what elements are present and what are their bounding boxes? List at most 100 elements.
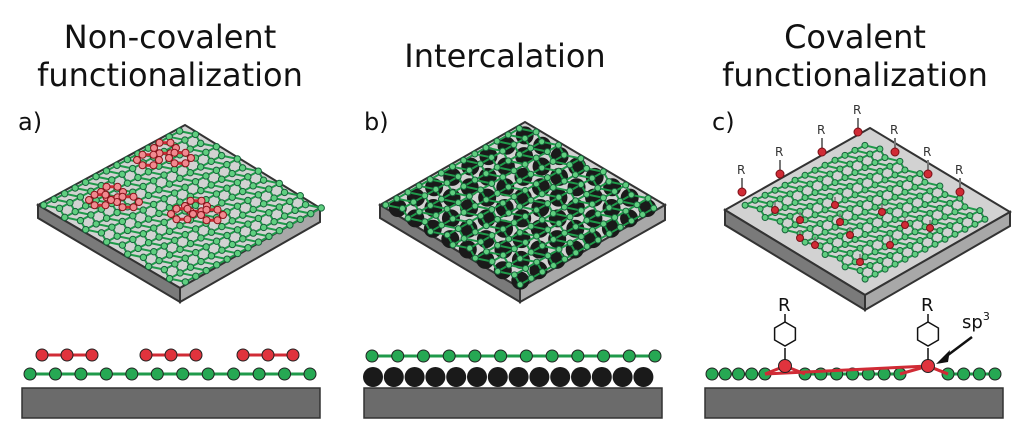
lattice-atom: [40, 201, 48, 209]
lattice-atom: [249, 182, 257, 190]
lattice-atom: [275, 179, 283, 188]
lattice-atom: [549, 157, 557, 165]
lattice-atom: [851, 146, 859, 154]
lattice-atom: [60, 189, 69, 198]
lattice-atom: [583, 216, 591, 224]
lattice-atom: [911, 183, 919, 191]
lattice-atom: [181, 254, 189, 262]
lattice-atom: [786, 212, 794, 220]
lattice-atom: [931, 218, 939, 226]
lattice-atom: [410, 198, 418, 206]
lattice-atom: [599, 194, 607, 202]
lattice-atom: [931, 240, 939, 248]
lattice-atom: [443, 231, 451, 239]
lattice-atom: [926, 209, 934, 217]
lattice-atom: [191, 225, 200, 233]
lattice-atom: [197, 163, 205, 171]
lattice-atom: [561, 229, 569, 237]
adsorbed-molecule-atom: [101, 201, 110, 210]
lattice-atom: [244, 220, 252, 228]
lattice-atom: [207, 252, 216, 260]
lattice-atom: [911, 206, 919, 214]
lattice-atom: [538, 216, 546, 224]
graphene-chain-atom: [571, 349, 585, 363]
lattice-atom: [265, 185, 273, 193]
lattice-atom: [600, 220, 608, 228]
lattice-atom: [851, 236, 859, 244]
lattice-atom: [393, 195, 401, 203]
lattice-atom: [113, 161, 121, 169]
lattice-atom: [421, 192, 429, 200]
functional-group-label: R: [737, 163, 745, 177]
lattice-atom: [644, 194, 652, 202]
adsorbed-molecule-atom: [155, 138, 164, 147]
lattice-atom: [476, 160, 484, 168]
lattice-atom: [217, 175, 226, 183]
lattice-atom: [176, 221, 184, 230]
lattice-atom: [466, 244, 474, 252]
adsorbed-molecule-atom: [172, 215, 181, 224]
graphene-chain-atom: [957, 367, 971, 381]
lattice-atom: [521, 134, 529, 142]
panel-a-title-line1: Non-covalent: [63, 18, 277, 56]
lattice-atom: [941, 213, 949, 221]
lattice-atom: [233, 155, 242, 163]
inner-group-atom: [796, 216, 804, 224]
lattice-atom: [465, 192, 473, 200]
intercalant-atom: [508, 367, 529, 387]
lattice-atom: [901, 188, 909, 196]
graphene-chain-atom: [176, 367, 190, 381]
lattice-atom: [443, 179, 451, 187]
lattice-atom: [527, 144, 535, 152]
lattice-atom: [572, 249, 580, 257]
adsorbed-molecule-atom: [129, 203, 138, 212]
adsorbed-molecule-atom: [149, 150, 158, 159]
lattice-atom: [861, 164, 869, 172]
lattice-atom: [650, 204, 658, 212]
lattice-atom: [270, 218, 278, 226]
panel-c-title: Covalent functionalization: [710, 18, 1000, 94]
lattice-atom: [134, 173, 142, 182]
functional-group-atom: [817, 147, 827, 157]
phenyl-ring: [773, 321, 797, 347]
graphene-chain-atom: [648, 349, 662, 363]
lattice-atom: [488, 179, 496, 187]
lattice-atom: [516, 203, 524, 211]
lattice-atom: [160, 171, 168, 179]
lattice-atom: [259, 223, 268, 232]
graphene-chain-atom: [201, 367, 215, 381]
lattice-atom: [936, 182, 944, 190]
lattice-atom: [876, 234, 884, 242]
lattice-atom: [239, 211, 247, 219]
lattice-atom: [976, 207, 984, 215]
lattice-atom: [836, 187, 844, 195]
lattice-atom: [538, 164, 546, 172]
lattice-atom: [118, 170, 126, 178]
lattice-atom: [761, 214, 769, 222]
lattice-atom: [505, 235, 513, 243]
lattice-atom: [836, 254, 844, 262]
lattice-atom: [572, 223, 580, 231]
lattice-atom: [611, 213, 619, 221]
lattice-atom: [228, 240, 237, 249]
intercalant-atom: [550, 367, 571, 387]
lattice-atom: [71, 207, 79, 216]
lattice-atom: [881, 221, 889, 229]
lattice-atom: [212, 166, 221, 174]
lattice-atom: [432, 185, 440, 193]
lattice-atom: [494, 267, 502, 275]
lattice-atom: [871, 159, 879, 167]
lattice-atom: [856, 200, 864, 208]
lattice-atom: [438, 195, 446, 203]
lattice-atom: [504, 183, 512, 191]
lattice-atom: [123, 155, 132, 164]
lattice-atom: [571, 171, 579, 179]
lattice-atom: [966, 212, 974, 220]
lattice-atom: [134, 221, 142, 229]
lattice-atom: [566, 161, 574, 169]
adsorbed-molecule-atom: [118, 192, 127, 201]
lattice-atom: [471, 254, 479, 262]
lattice-atom: [866, 172, 874, 180]
lattice-atom: [155, 233, 163, 241]
